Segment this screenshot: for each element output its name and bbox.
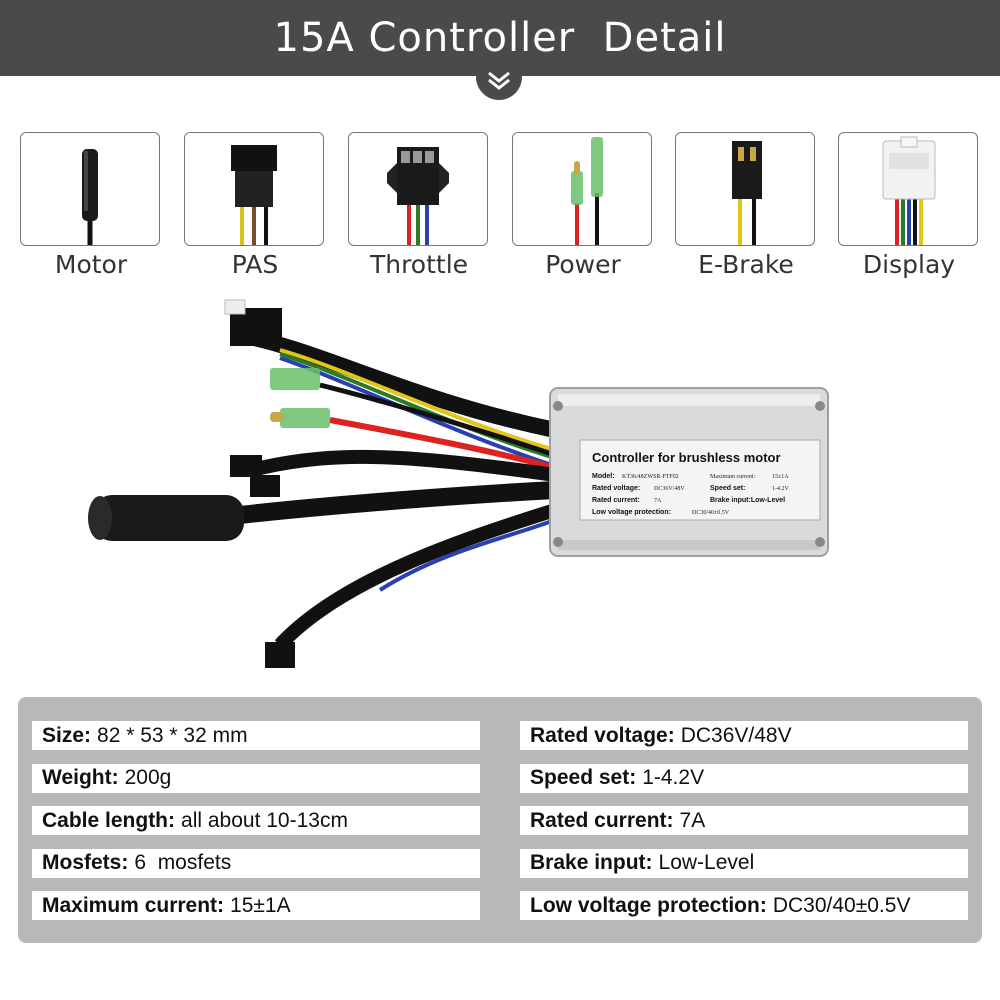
product-label-speed-val: 1-4.2V (772, 486, 789, 492)
spec-row-rated-voltage: Rated voltage: DC36V/48V (520, 721, 968, 750)
product-label-model-val: KT36/48ZWSR-FTF02 (622, 474, 679, 480)
connector-label: Throttle (369, 250, 469, 279)
spec-value: DC36V/48V (680, 723, 792, 747)
motor-connector-icon (20, 132, 160, 246)
spec-panel: Size: 82 * 53 * 32 mm Weight: 200g Cable… (18, 697, 982, 943)
product-label-maxcur-val: 15±1A (772, 474, 789, 480)
product-label-model-key: Model: (592, 473, 615, 480)
spec-column-right: Rated voltage: DC36V/48V Speed set: 1-4.… (520, 721, 968, 934)
product-label-lowv-key: Low voltage protection: (592, 509, 671, 516)
connector-pas: PAS (184, 132, 326, 279)
spec-row-weight: Weight: 200g (32, 763, 480, 793)
product-label-title: Controller for brushless motor (592, 450, 781, 465)
connector-display: Display (838, 132, 980, 279)
product-label-lowv-val: DC30/40±0.5V (692, 510, 730, 516)
chevron-down-icon (476, 60, 522, 100)
connector-list: Motor PAS (0, 132, 1000, 282)
spec-value: 200g (124, 766, 172, 789)
product-label-speed-key: Speed set: (710, 485, 745, 492)
connector-label: PAS (231, 250, 279, 279)
spec-row-mosfets: Mosfets: 6 mosfets (32, 848, 480, 878)
spec-key: Weight: (42, 766, 119, 789)
spec-key: Rated voltage: (530, 723, 675, 747)
spec-value: 1-4.2V (642, 766, 705, 789)
connector-motor: Motor (20, 132, 162, 279)
spec-value: 7A (679, 808, 706, 832)
spec-value: all about 10-13cm (181, 808, 348, 832)
display-connector-icon (838, 132, 978, 246)
product-label-maxcur-key: Maximum current: (710, 474, 755, 480)
connector-label: Power (545, 250, 621, 279)
spec-value: 6 mosfets (134, 851, 232, 874)
spec-value: 82 * 53 * 32 mm (97, 723, 248, 747)
product-label-ratedv-val: DC36V/48V (654, 486, 685, 492)
spec-key: Low voltage protection: (530, 893, 767, 917)
spec-key: Maximum current: (42, 893, 225, 917)
connector-power: Power (512, 132, 654, 279)
connector-label: Motor (54, 250, 128, 279)
connector-ebrake: E-Brake (675, 132, 817, 279)
spec-row-speed-set: Speed set: 1-4.2V (520, 763, 968, 793)
spec-key: Rated current: (530, 808, 674, 832)
product-label-ratedc-val: 7A (654, 498, 662, 504)
spec-value: DC30/40±0.5V (772, 893, 911, 917)
connector-throttle: Throttle (348, 132, 490, 279)
product-label-ratedv-key: Rated voltage: (592, 485, 640, 492)
product-label-ratedc-key: Rated current: (592, 497, 640, 504)
spec-row-low-voltage: Low voltage protection: DC30/40±0.5V (520, 891, 968, 920)
product-label-brake: Brake input:Low-Level (710, 497, 785, 504)
connector-label: Display (862, 250, 956, 279)
spec-key: Speed set: (530, 766, 637, 789)
page-title: 15A Controller Detail (273, 15, 727, 61)
throttle-connector-icon (348, 132, 488, 246)
spec-key: Cable length: (42, 808, 176, 832)
ebrake-connector-icon (675, 132, 815, 246)
spec-row-cable-length: Cable length: all about 10-13cm (32, 806, 480, 835)
spec-row-max-current: Maximum current: 15±1A (32, 891, 480, 920)
controller-product-image: Controller for brushless motor Model: KT… (80, 290, 880, 680)
spec-key: Brake input: (530, 851, 653, 874)
spec-column-left: Size: 82 * 53 * 32 mm Weight: 200g Cable… (32, 721, 480, 934)
connector-label: E-Brake (698, 250, 794, 279)
spec-key: Size: (42, 723, 92, 747)
power-connector-icon (512, 132, 652, 246)
pas-connector-icon (184, 132, 324, 246)
spec-row-rated-current: Rated current: 7A (520, 806, 968, 835)
spec-row-brake-input: Brake input: Low-Level (520, 848, 968, 878)
spec-row-size: Size: 82 * 53 * 32 mm (32, 721, 480, 750)
spec-key: Mosfets: (42, 851, 129, 874)
spec-value: 15±1A (230, 893, 291, 917)
spec-value: Low-Level (658, 851, 755, 874)
